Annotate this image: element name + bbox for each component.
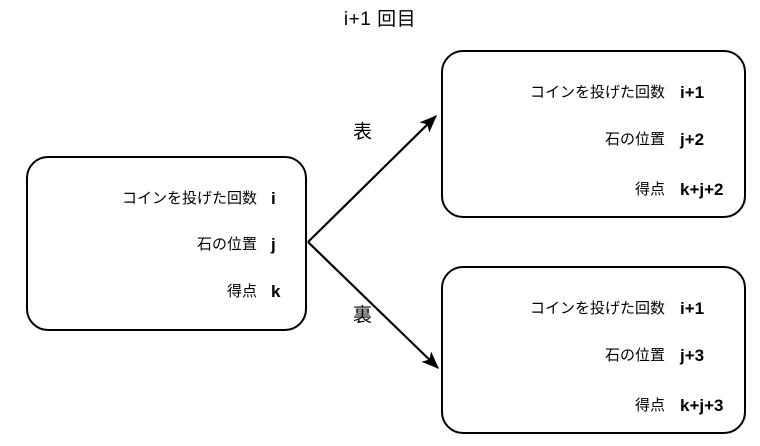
edge-label-heads: 表 xyxy=(353,122,373,143)
tails-state-box: コインを投げた回数 i+1 石の位置 j+3 得点 k+j+3 xyxy=(441,266,746,434)
heads-state-rows: コインを投げた回数 i+1 石の位置 j+2 得点 k+j+2 xyxy=(443,52,744,216)
heads-stone-position-value: j+2 xyxy=(680,130,705,149)
current-toss-count-row: コインを投げた回数 i xyxy=(28,188,319,210)
heads-score-label: 得点 xyxy=(634,181,665,198)
current-state-box: コインを投げた回数 i 石の位置 j 得点 k xyxy=(26,156,307,331)
tails-score-label: 得点 xyxy=(634,397,665,414)
tails-state-rows: コインを投げた回数 i+1 石の位置 j+3 得点 k+j+3 xyxy=(443,268,744,432)
diagram-title: i+1 回目 xyxy=(343,9,417,30)
current-score-label: 得点 xyxy=(226,283,257,300)
current-score-value: k xyxy=(271,282,281,301)
edge-label-tails: 裏 xyxy=(353,305,373,326)
heads-stone-position-label: 石の位置 xyxy=(604,131,665,148)
tails-score-value: k+j+3 xyxy=(680,396,724,415)
current-stone-position-value: j xyxy=(271,235,276,254)
heads-score-row: 得点 k+j+2 xyxy=(443,179,754,201)
heads-toss-count-value: i+1 xyxy=(680,83,705,102)
current-toss-count-value: i xyxy=(271,189,276,208)
tails-stone-position-label: 石の位置 xyxy=(604,347,665,364)
heads-state-box: コインを投げた回数 i+1 石の位置 j+2 得点 k+j+2 xyxy=(441,50,746,218)
heads-stone-position-row: 石の位置 j+2 xyxy=(443,129,754,151)
heads-score-value: k+j+2 xyxy=(680,180,724,199)
current-stone-position-row: 石の位置 j xyxy=(28,234,319,256)
current-state-rows: コインを投げた回数 i 石の位置 j 得点 k xyxy=(28,158,305,329)
tails-stone-position-row: 石の位置 j+3 xyxy=(443,345,754,367)
tails-score-row: 得点 k+j+3 xyxy=(443,395,754,417)
tails-stone-position-value: j+3 xyxy=(680,346,705,365)
edge-tails-arrow xyxy=(307,241,439,369)
heads-toss-count-row: コインを投げた回数 i+1 xyxy=(443,82,754,104)
tails-toss-count-label: コインを投げた回数 xyxy=(529,300,665,317)
heads-toss-count-label: コインを投げた回数 xyxy=(529,84,665,101)
current-toss-count-label: コインを投げた回数 xyxy=(121,190,257,207)
current-stone-position-label: 石の位置 xyxy=(196,236,257,253)
current-score-row: 得点 k xyxy=(28,281,319,303)
tails-toss-count-row: コインを投げた回数 i+1 xyxy=(443,298,754,320)
tails-toss-count-value: i+1 xyxy=(680,299,705,318)
